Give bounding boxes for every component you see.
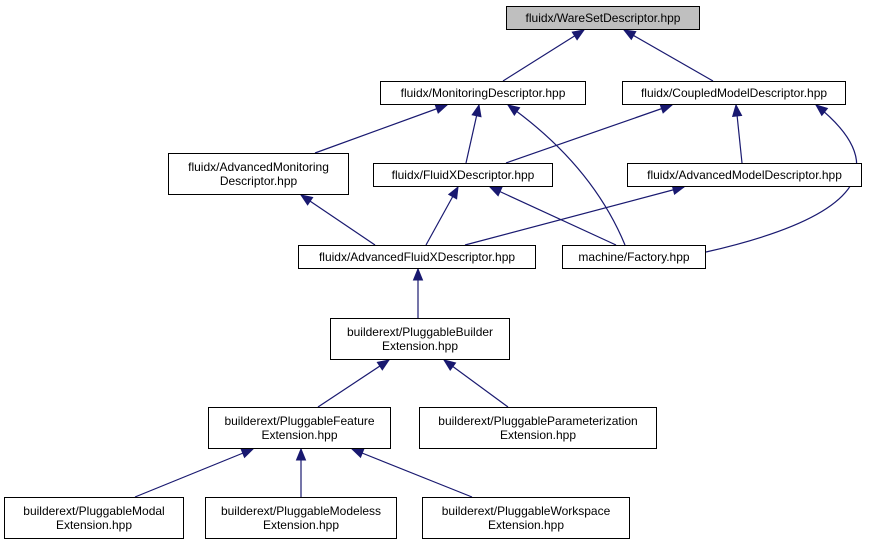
node-label-line-1: builderext/PluggableModeless	[220, 504, 382, 518]
node-label-line-1: fluidx/AdvancedMonitoring	[188, 160, 329, 174]
edge-pluggableworkspaceextension-to-pluggablefeatureextension-arrowhead	[350, 448, 365, 459]
node-label: fluidx/WareSetDescriptor.hpp	[525, 11, 681, 25]
node-monitoringdescriptor[interactable]: fluidx/MonitoringDescriptor.hpp	[380, 81, 586, 105]
edge-pluggableworkspaceextension-to-pluggablefeatureextension	[351, 448, 473, 498]
edge-pluggablemodelessextension-to-pluggablefeatureextension-arrowhead	[295, 447, 307, 461]
node-label-line-1: builderext/PluggableWorkspace	[441, 504, 611, 518]
edge-pluggablebuilderextension-to-advancedfluidxdescriptor-arrowhead	[412, 267, 424, 281]
node-label: fluidx/AdvancedModelDescriptor.hpp	[647, 168, 842, 182]
node-waresetdescriptor[interactable]: fluidx/WareSetDescriptor.hpp	[506, 6, 700, 30]
node-fluidxdescriptor[interactable]: fluidx/FluidXDescriptor.hpp	[373, 163, 553, 187]
edge-fluidxdescriptor-to-coupledmodeldescriptor-arrowhead	[659, 103, 674, 114]
node-label: machine/Factory.hpp	[578, 250, 690, 264]
node-pluggablefeatureextension[interactable]: builderext/PluggableFeature Extension.hp…	[208, 407, 391, 449]
node-pluggablemodalextension[interactable]: builderext/PluggableModal Extension.hpp	[4, 497, 184, 539]
node-label-line-1: builderext/PluggableFeature	[224, 414, 375, 428]
node-label: fluidx/CoupledModelDescriptor.hpp	[640, 86, 828, 100]
edge-monitoringdescriptor-to-waresetdescriptor-arrowhead	[571, 29, 586, 41]
node-pluggableparameterizationextension[interactable]: builderext/PluggableParameterization Ext…	[419, 407, 657, 449]
edge-monitoringdescriptor-to-waresetdescriptor	[502, 29, 585, 82]
node-label-line-1: builderext/PluggableBuilder	[346, 325, 494, 339]
node-label-line-2: Extension.hpp	[262, 518, 340, 532]
edge-advancedmodeldescriptor-to-coupledmodeldescriptor-arrowhead	[731, 103, 743, 117]
node-factory[interactable]: machine/Factory.hpp	[562, 245, 706, 269]
edge-pluggablemodalextension-to-pluggablefeatureextension-arrowhead	[240, 448, 255, 459]
edge-pluggableparameterizationextension-to-pluggablebuilderextension-arrowhead	[442, 359, 457, 372]
node-label-line-2: Extension.hpp	[487, 518, 565, 532]
node-label-line-2: Extension.hpp	[55, 518, 133, 532]
edge-factory-to-coupledmodeldescriptor	[705, 104, 858, 253]
edge-factory-to-fluidxdescriptor	[489, 186, 617, 246]
edge-factory-to-monitoringdescriptor-arrowhead	[506, 104, 521, 116]
node-pluggablebuilderextension[interactable]: builderext/PluggableBuilder Extension.hp…	[330, 318, 510, 360]
node-label-line-2: Extension.hpp	[381, 339, 459, 353]
node-label-line-1: builderext/PluggableParameterization	[438, 414, 638, 428]
node-label: fluidx/FluidXDescriptor.hpp	[391, 168, 535, 182]
node-label: fluidx/AdvancedFluidXDescriptor.hpp	[318, 250, 516, 264]
node-advancedmodeldescriptor[interactable]: fluidx/AdvancedModelDescriptor.hpp	[627, 163, 862, 187]
edge-advancedmonitoringdescriptor-to-monitoringdescriptor	[314, 104, 448, 154]
edge-coupledmodeldescriptor-to-waresetdescriptor-arrowhead	[622, 29, 637, 41]
node-label: fluidx/MonitoringDescriptor.hpp	[400, 86, 566, 100]
edge-factory-to-fluidxdescriptor-arrowhead	[488, 186, 503, 197]
edge-advancedfluidxdescriptor-to-advancedmonitoringdescriptor	[300, 194, 376, 246]
node-label-line-1: builderext/PluggableModal	[23, 504, 165, 518]
node-pluggablemodelessextension[interactable]: builderext/PluggableModeless Extension.h…	[205, 497, 397, 539]
edge-factory-to-coupledmodeldescriptor-arrowhead	[814, 104, 829, 117]
edge-factory-to-monitoringdescriptor	[507, 104, 626, 246]
node-label-line-2: Extension.hpp	[499, 428, 577, 442]
node-pluggableworkspaceextension[interactable]: builderext/PluggableWorkspace Extension.…	[422, 497, 630, 539]
edge-advancedfluidxdescriptor-to-advancedmodeldescriptor	[464, 186, 685, 246]
edge-advancedfluidxdescriptor-to-fluidxdescriptor-arrowhead	[447, 185, 459, 200]
edge-coupledmodeldescriptor-to-waresetdescriptor	[623, 29, 714, 82]
edge-advancedmonitoringdescriptor-to-monitoringdescriptor-arrowhead	[434, 104, 449, 114]
edge-fluidxdescriptor-to-coupledmodeldescriptor	[505, 104, 673, 164]
edge-pluggableparameterizationextension-to-pluggablebuilderextension	[443, 359, 509, 408]
edge-advancedfluidxdescriptor-to-advancedmonitoringdescriptor-arrowhead	[299, 194, 314, 206]
edge-pluggablefeatureextension-to-pluggablebuilderextension	[317, 359, 390, 408]
edge-pluggablemodalextension-to-pluggablefeatureextension	[134, 448, 254, 498]
node-label-line-2: Extension.hpp	[261, 428, 338, 442]
node-coupledmodeldescriptor[interactable]: fluidx/CoupledModelDescriptor.hpp	[622, 81, 846, 105]
node-label-line-2: Descriptor.hpp	[219, 174, 298, 188]
edge-fluidxdescriptor-to-monitoringdescriptor-arrowhead	[471, 103, 482, 118]
edge-pluggablefeatureextension-to-pluggablebuilderextension-arrowhead	[376, 359, 391, 371]
node-advancedfluidxdescriptor[interactable]: fluidx/AdvancedFluidXDescriptor.hpp	[298, 245, 536, 269]
node-advancedmonitoringdescriptor[interactable]: fluidx/AdvancedMonitoring Descriptor.hpp	[168, 153, 349, 195]
